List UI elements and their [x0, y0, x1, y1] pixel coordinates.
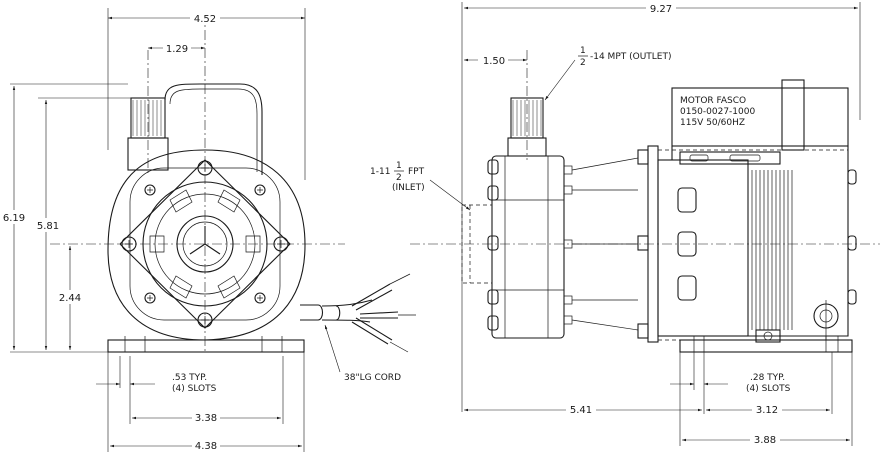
dim-front-outlet-height-label: 5.81 — [37, 221, 59, 232]
dim-front-slot-spacing-label: 3.38 — [195, 413, 217, 424]
inlet-note-num: 1 — [396, 161, 402, 171]
dim-front-base-width-label: 4.38 — [195, 441, 217, 452]
outlet-note-num: 1 — [580, 46, 586, 56]
dim-front-outlet-offset-label: 1.29 — [166, 44, 188, 55]
power-cord — [300, 273, 416, 353]
front-slots-note-1: .53 TYP. — [172, 373, 207, 383]
motor-label-3: 115V 50/60HZ — [680, 118, 745, 128]
dim-side-outlet-offset-label: 1.50 — [483, 56, 505, 67]
dim-front-center-height-label: 2.44 — [59, 293, 81, 304]
dim-front-overall-height-label: 6.19 — [3, 213, 25, 224]
dim-side-length-label: 9.27 — [650, 4, 672, 15]
front-view: 4.52 1.29 6.19 5.81 2.44 3.38 4.38 .53 T… — [2, 8, 416, 452]
dim-front-width-label: 4.52 — [194, 14, 216, 25]
motor-label-1: MOTOR FASCO — [680, 96, 746, 106]
motor-label-2: 0150-0027-1000 — [680, 107, 755, 117]
side-base — [679, 329, 853, 353]
inlet-note-den: 2 — [396, 173, 402, 183]
dim-side-slot-spacing-label: 3.12 — [756, 405, 778, 416]
cord-note: 38"LG CORD — [344, 373, 401, 383]
side-slots-note-1: .28 TYP. — [750, 373, 785, 383]
outlet-note-den: 2 — [580, 58, 586, 68]
front-base — [107, 336, 305, 353]
side-pump-head — [487, 155, 573, 339]
front-bolts — [121, 160, 289, 328]
front-slots-note-2: (4) SLOTS — [172, 384, 217, 394]
inlet-note-prefix: 1-11 — [370, 167, 390, 177]
inlet-note-label: (INLET) — [392, 183, 425, 193]
dim-side-base-length-label: 3.88 — [754, 435, 776, 446]
dim-front-width — [107, 8, 306, 180]
dim-side-inlet-to-slot-label: 5.41 — [570, 405, 592, 416]
side-motor-body — [657, 79, 857, 341]
outlet-note-text: -14 MPT (OUTLET) — [590, 52, 672, 62]
inlet-note-rest: FPT — [408, 167, 425, 177]
side-view: 9.27 1.50 1 2 -14 MPT (OUTLET) 1-11 1 2 … — [370, 1, 880, 446]
side-slots-note-2: (4) SLOTS — [746, 384, 791, 394]
